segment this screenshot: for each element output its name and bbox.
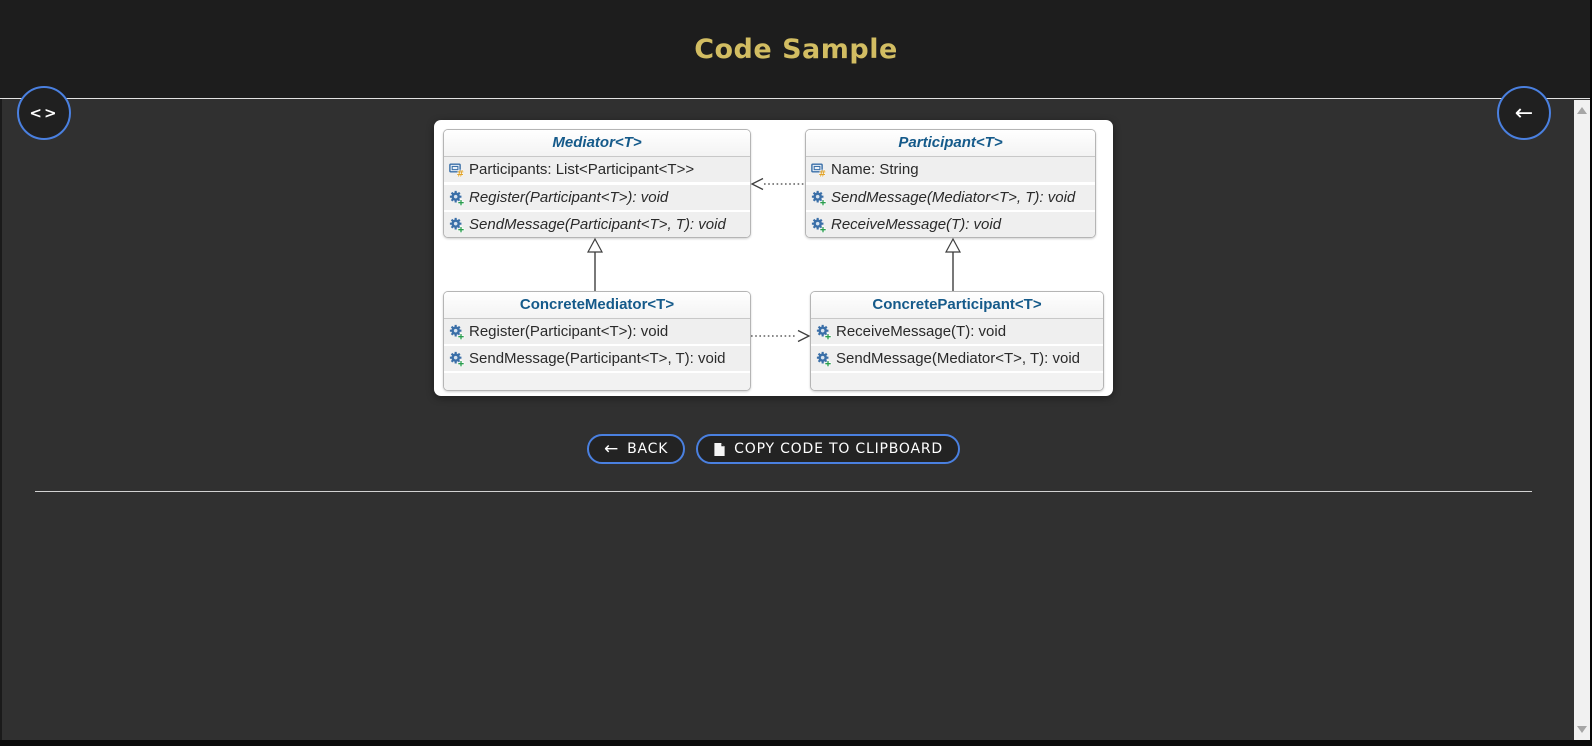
back-button-label: BACK — [627, 441, 669, 457]
copy-code-button[interactable]: COPY CODE TO CLIPBOARD — [696, 434, 960, 464]
method-icon — [811, 190, 827, 206]
scroll-up-icon[interactable] — [1577, 107, 1587, 114]
window-bottom-edge — [0, 740, 1592, 746]
page-title: Code Sample — [694, 33, 898, 65]
uml-class-name: ConcreteParticipant<T> — [811, 292, 1103, 319]
uml-class-name: Participant<T> — [806, 130, 1095, 157]
method-icon — [449, 190, 465, 206]
uml-method-row: Register(Participant<T>): void — [444, 185, 750, 210]
uml-method-text: ReceiveMessage(T): void — [831, 216, 1002, 233]
uml-method-row: ReceiveMessage(T): void — [811, 319, 1103, 344]
uml-class-mediator: Mediator<T> Participants: List<Participa… — [443, 129, 751, 238]
code-brackets-icon: <> — [29, 104, 59, 122]
copy-file-icon — [713, 442, 726, 457]
method-icon — [449, 324, 465, 340]
scrollbar[interactable] — [1574, 100, 1590, 740]
uml-method-text: SendMessage(Mediator<T>, T): void — [831, 189, 1076, 206]
window-right-edge — [1590, 0, 1592, 746]
uml-class-concrete-participant: ConcreteParticipant<T> ReceiveMessage(T)… — [810, 291, 1104, 391]
back-button[interactable]: ← BACK — [587, 434, 686, 464]
uml-method-row: ReceiveMessage(T): void — [806, 212, 1095, 237]
uml-method-text: SendMessage(Participant<T>, T): void — [469, 350, 726, 367]
uml-method-text: SendMessage(Mediator<T>, T): void — [836, 350, 1081, 367]
uml-field-text: Name: String — [831, 161, 919, 178]
code-view-button[interactable]: <> — [17, 86, 71, 140]
uml-method-row: Register(Participant<T>): void — [444, 319, 750, 344]
uml-diagram-card: Mediator<T> Participants: List<Participa… — [434, 120, 1113, 396]
field-icon — [811, 162, 827, 178]
uml-method-row: SendMessage(Participant<T>, T): void — [444, 212, 750, 237]
back-arrow-icon: ← — [1514, 100, 1534, 126]
action-button-row: ← BACK COPY CODE TO CLIPBOARD — [0, 434, 1547, 464]
copy-button-label: COPY CODE TO CLIPBOARD — [734, 441, 943, 457]
back-arrow-icon: ← — [604, 438, 620, 459]
method-icon — [816, 324, 832, 340]
method-icon — [449, 217, 465, 233]
uml-class-participant: Participant<T> Name: String SendMessage(… — [805, 129, 1096, 238]
uml-method-text: Register(Participant<T>): void — [469, 189, 669, 206]
uml-method-row: SendMessage(Mediator<T>, T): void — [806, 185, 1095, 210]
uml-class-name: Mediator<T> — [444, 130, 750, 157]
uml-method-row: SendMessage(Participant<T>, T): void — [444, 346, 750, 371]
uml-method-text: Register(Participant<T>): void — [469, 323, 669, 340]
back-nav-button[interactable]: ← — [1497, 86, 1551, 140]
uml-method-text: ReceiveMessage(T): void — [836, 323, 1007, 340]
uml-method-text: SendMessage(Participant<T>, T): void — [469, 216, 726, 233]
uml-class-concrete-mediator: ConcreteMediator<T> Register(Participant… — [443, 291, 751, 391]
uml-class-footer — [444, 373, 750, 390]
window-left-edge — [0, 99, 2, 746]
scroll-down-icon[interactable] — [1577, 726, 1587, 733]
field-icon — [449, 162, 465, 178]
uml-method-row: SendMessage(Mediator<T>, T): void — [811, 346, 1103, 371]
method-icon — [811, 217, 827, 233]
uml-field-text: Participants: List<Participant<T>> — [469, 161, 695, 178]
uml-class-footer — [811, 373, 1103, 390]
method-icon — [816, 351, 832, 367]
uml-field-row: Name: String — [806, 157, 1095, 182]
header: Code Sample — [0, 0, 1592, 99]
uml-field-row: Participants: List<Participant<T>> — [444, 157, 750, 182]
method-icon — [449, 351, 465, 367]
uml-class-name: ConcreteMediator<T> — [444, 292, 750, 319]
divider — [35, 491, 1532, 492]
